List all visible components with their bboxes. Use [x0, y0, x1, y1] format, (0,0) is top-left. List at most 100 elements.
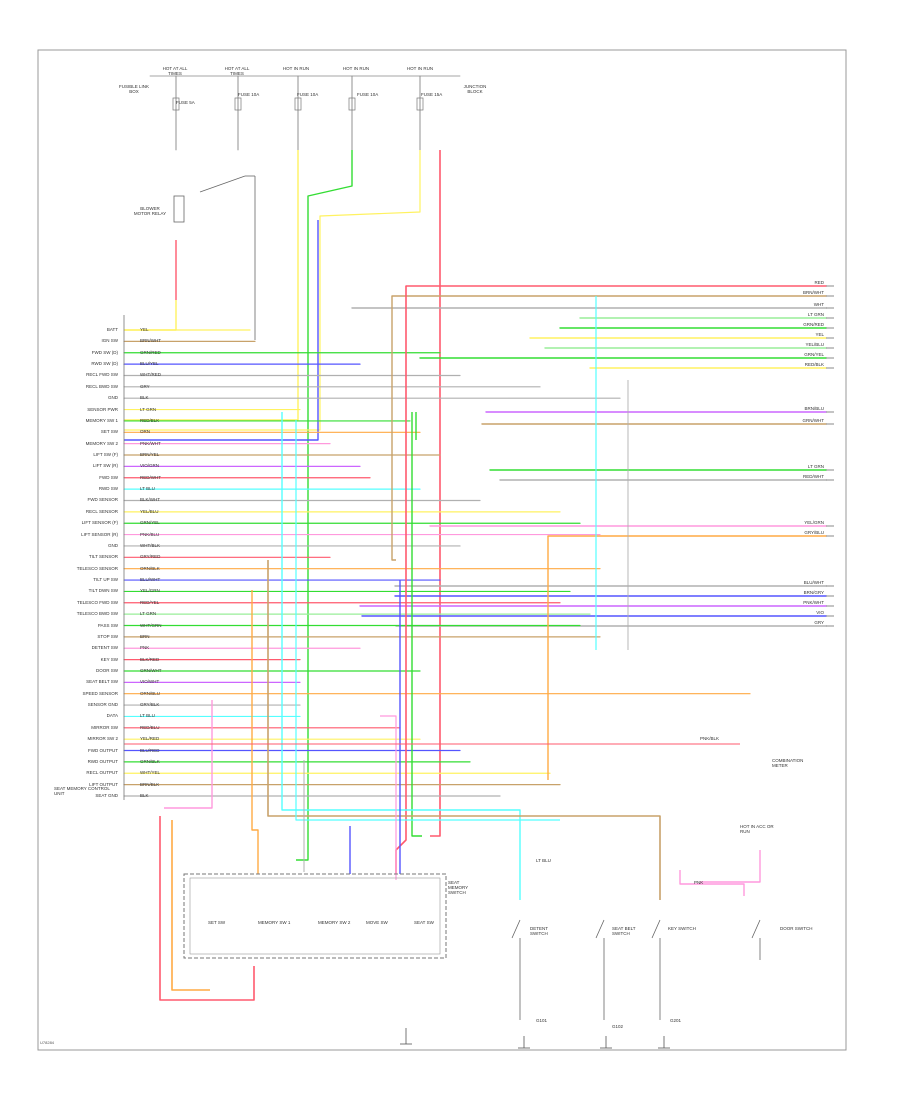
module-wire-color-label: GRY/BLK: [140, 702, 160, 708]
batt-yellow-wire: [124, 300, 177, 331]
right-wire-color-label: PNK/WHT: [803, 600, 824, 605]
module-wire-color-label: BLK: [140, 793, 149, 798]
module-wire-color-label: GRY/RED: [140, 554, 161, 560]
sensor-label-3: KEY SWITCH: [668, 926, 696, 931]
module-pin-label: SENSOR GND: [87, 702, 118, 708]
fuse-c-yellow-wire: [124, 150, 299, 421]
module-pin-label: GND: [108, 542, 118, 548]
module-pin-label: SPEED SENSOR: [82, 690, 118, 696]
module-wire-color-label: GRN/RED: [140, 349, 161, 355]
fuse-b-label: HOT AT ALL TIMES: [224, 66, 250, 76]
module-wire-color-label: GRN/BLK: [140, 758, 160, 764]
module-pin-label: RECL OUTPUT: [86, 770, 118, 776]
switch-block-name: SEAT MEMORY SWITCH: [448, 880, 469, 895]
pink-drop-wire: [380, 715, 397, 880]
seat-belt-switch-symbol: [595, 919, 605, 1020]
fuse-e-yellow-wire: [124, 150, 421, 431]
diagram-code: U78284: [40, 1040, 55, 1045]
module-pin-label: FWD SW: [99, 474, 118, 480]
module-pin-label: TILT UP SW: [93, 577, 118, 583]
fuse-d-green-wire: [296, 150, 353, 861]
module-pin-label: MEMORY SW 2: [85, 440, 118, 446]
ltblu-label: LT BLU: [536, 858, 551, 863]
module-wire-color-label: GRN/YEL: [140, 520, 160, 526]
fuse-a-label: HOT AT ALL TIMES: [162, 66, 188, 76]
module-wire-color-label: BRN/YEL: [140, 452, 160, 458]
module-pin-label: LIFT SW (F): [93, 452, 118, 458]
fuse-icon: [348, 97, 356, 111]
static-symbols: [123, 175, 761, 1049]
module-pin-label: DATA: [106, 713, 118, 719]
module-wire-color-label: ORN: [140, 429, 150, 435]
module-wire-color-label: YEL: [140, 327, 149, 332]
switch-label-3: MEMORY SW 2: [318, 920, 351, 925]
module-pin-label: RECL SENSOR: [85, 508, 118, 514]
module-wire-color-label: WHT/BLK: [140, 542, 161, 548]
connector-marks: [172, 97, 834, 627]
module-pin-label: TELESCO SENSOR: [76, 565, 118, 571]
module-pin-label: SET SW: [100, 429, 118, 435]
module-pin-label: MIRROR SW: [91, 724, 118, 730]
module-wire-color-label: LT GRN: [140, 406, 157, 412]
module-pin-label: SEAT BELT SW: [86, 679, 118, 685]
module-wire-color-label: RED/YEL: [140, 599, 160, 605]
switch-label-5: SEAT SW: [414, 920, 434, 925]
right-wire-color-label: RED/WHT: [803, 474, 824, 479]
module-wire-color-label: WHT/GRN: [140, 622, 162, 628]
relay-symbol: [173, 175, 256, 340]
cyan-bus-wire: [295, 420, 560, 821]
module-pin-label: RWD SW: [98, 486, 118, 492]
sensor-label-4: DOOR SWITCH: [780, 926, 813, 931]
detent-switch-symbol: [511, 919, 521, 1020]
module-wire-color-label: GRY: [140, 383, 150, 389]
module-pin-label: TILT DWN SW: [88, 588, 118, 594]
module-wire-color-label: YEL/GRN: [140, 588, 160, 594]
module-pin-label: TELESCO FWD SW: [76, 599, 118, 605]
module-wire-color-label: WHT/RED: [140, 372, 161, 378]
ground-3: G201: [670, 1018, 682, 1023]
right-wire-color-label: RED: [814, 280, 824, 285]
pnk-label: PNK: [694, 880, 704, 885]
module-pin-label: LIFT SENSOR (R): [81, 531, 118, 537]
right-wire-color-label: BRN/BLU: [804, 406, 824, 411]
fuse-a-rating: FUSE 5A: [176, 100, 195, 105]
module-pin-label: TILT SENSOR: [88, 554, 118, 560]
pnkblk-label: PNK/BLK: [700, 736, 720, 741]
module-wire-color-label: BLK/WHT: [140, 497, 161, 503]
fuse-icon: [294, 97, 302, 111]
module-wire-color-label: LT GRN: [140, 611, 157, 617]
switch-label-1: SET SW: [208, 920, 226, 925]
module-pin-label: FWD OUTPUT: [88, 747, 118, 753]
right-wire-color-label: YEL/BLU: [805, 342, 824, 347]
fuse-c-label: HOT IN RUN: [282, 66, 310, 71]
right-wire-color-label: GRN/WHT: [802, 418, 825, 423]
module-pin-label: RECL BWD SW: [85, 383, 118, 389]
module-pin-label: LIFT SW (R): [92, 463, 118, 469]
key-switch-symbol: [651, 919, 661, 1020]
switch-label-4: MOVE SW: [366, 920, 388, 925]
ground-symbol: [400, 1028, 670, 1049]
right-wire-color-label: BRN/WHT: [803, 290, 824, 295]
module-wire-color-label: WHT/YEL: [140, 770, 161, 776]
red-loop-wire: [159, 816, 255, 1001]
combo-meter-label: COMBINATION METER: [772, 758, 804, 768]
switch-block-box: [183, 873, 447, 959]
module-wire-color-label: BLK: [140, 395, 149, 401]
ground-1: G101: [536, 1018, 548, 1023]
fuse-c-rating: FUSE 10A: [297, 92, 319, 97]
module-wire-color-label: BLK/RED: [140, 656, 160, 662]
module-pin-label: LIFT SENSOR (F): [81, 520, 118, 526]
fuse-icon: [172, 97, 180, 111]
module-pin-label: GND: [108, 395, 118, 401]
brown-bus-wire: [267, 560, 661, 900]
module-pin-label: SENSOR PWR: [87, 406, 118, 412]
door-switch-symbol: [751, 919, 761, 960]
right-wire-color-label: WHT: [813, 302, 824, 307]
right-wire-color-label: GRN/YEL: [804, 352, 824, 357]
module-wire-color-label: RED/BLU: [140, 724, 160, 730]
module-wire-color-label: PNK/WHT: [140, 440, 161, 446]
orange-loop-wire: [171, 820, 210, 991]
sensor-label-2: SEAT BELT SWITCH: [612, 926, 636, 936]
module-wire-color-label: LT BLU: [140, 486, 155, 492]
